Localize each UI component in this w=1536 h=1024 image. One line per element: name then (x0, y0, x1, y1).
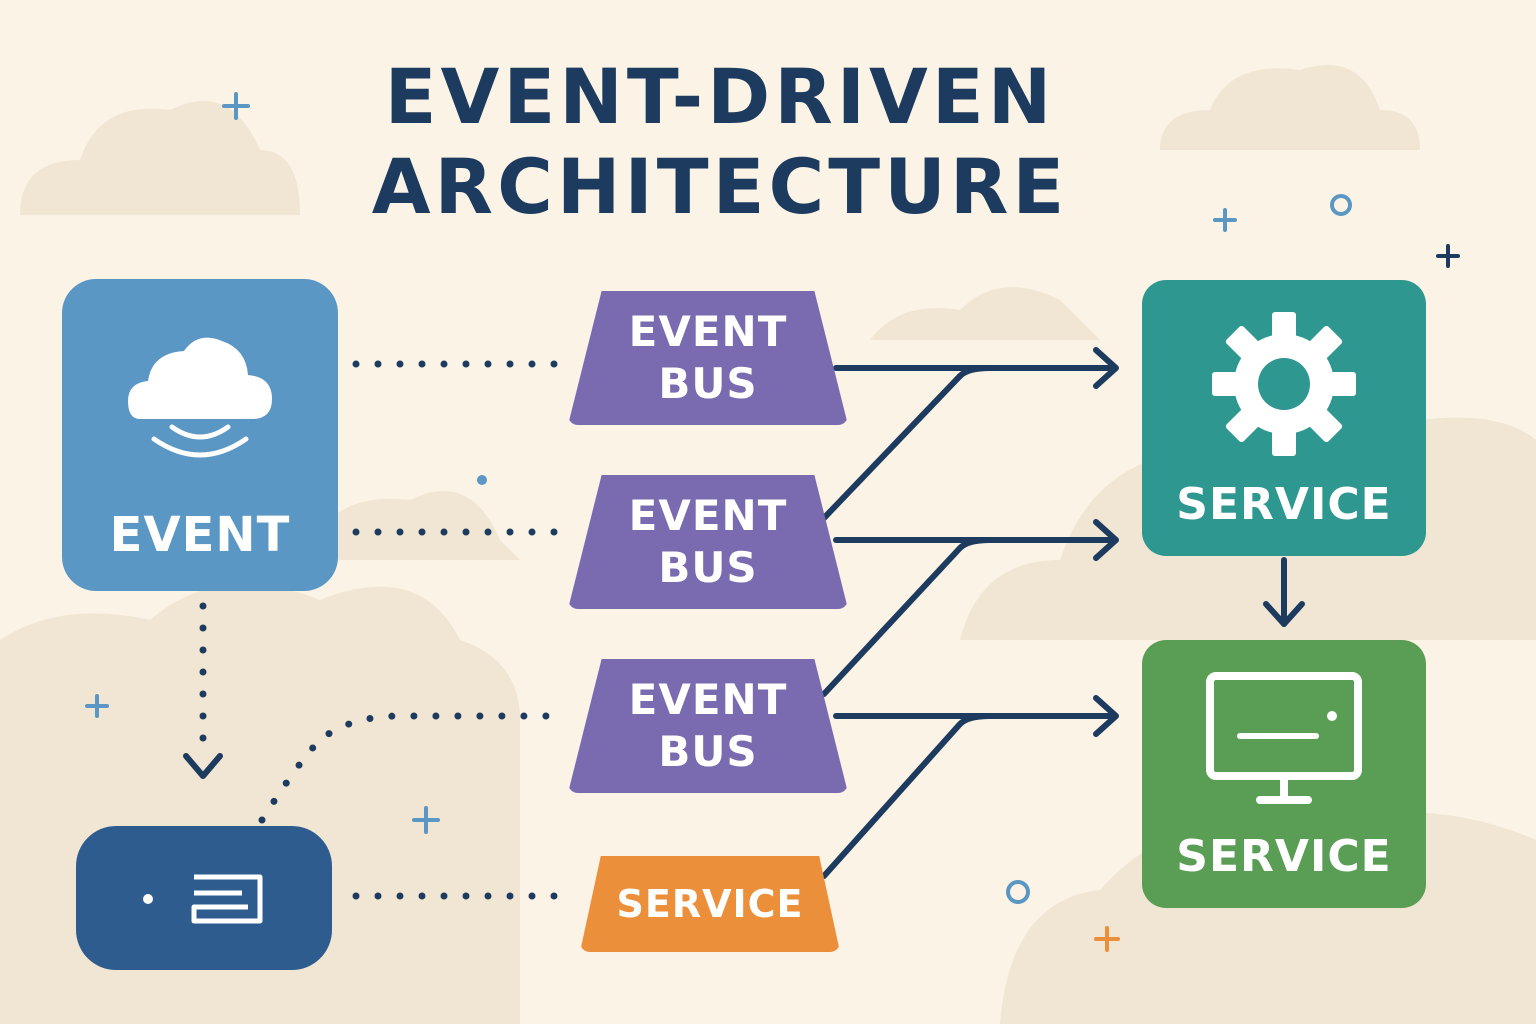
title-line-1: EVENT-DRIVEN (384, 52, 1056, 141)
diagram-title: EVENT-DRIVEN ARCHITECTURE (300, 52, 1140, 232)
plus-sparkle (1213, 208, 1237, 232)
plus-sparkle (85, 694, 109, 718)
event-bus-label-line-2: BUS (658, 359, 758, 408)
gear-icon (1212, 312, 1356, 456)
event-bus-shape (568, 475, 848, 609)
cloud-shape (300, 491, 520, 560)
event-bus-label-line-1: EVENT (628, 675, 788, 724)
service-bus-shape (580, 856, 840, 952)
dot-sparkle (477, 475, 487, 485)
event-bus-label-line-2: BUS (658, 727, 758, 776)
event-source-label: EVENT (109, 507, 291, 563)
event-bus-label: EVENT BUS (608, 674, 808, 778)
service-bus-label: SERVICE (616, 882, 804, 926)
ring-sparkle (1006, 880, 1030, 904)
service-monitor-label: SERVICE (1176, 831, 1392, 882)
cloud-signal-icon (128, 337, 272, 458)
service-gear-label: SERVICE (1176, 479, 1392, 530)
service-bus-node: SERVICE (580, 856, 840, 952)
event-bus-label-line-1: EVENT (628, 491, 788, 540)
event-bus-label: EVENT BUS (608, 490, 808, 594)
device-node (76, 826, 332, 970)
service-gear-node: SERVICE (1142, 280, 1426, 556)
monitor-icon (1206, 672, 1362, 804)
event-source-node: EVENT (62, 279, 338, 591)
event-bus-label-line-2: BUS (658, 543, 758, 592)
event-bus-2: EVENT BUS (568, 475, 848, 609)
ring-sparkle (1330, 194, 1352, 216)
service-monitor-node: SERVICE (1142, 640, 1426, 908)
event-bus-shape (568, 659, 848, 793)
event-bus-shape (568, 291, 848, 425)
plus-sparkle (222, 92, 250, 120)
cloud-shape (20, 101, 300, 215)
plus-sparkle (1094, 926, 1120, 952)
event-bus-3: EVENT BUS (568, 659, 848, 793)
event-bus-label-line-1: EVENT (628, 307, 788, 356)
cloud-shape (1160, 65, 1420, 150)
title-line-2: ARCHITECTURE (371, 142, 1069, 231)
event-bus-1: EVENT BUS (568, 291, 848, 425)
plus-sparkle (1436, 244, 1460, 268)
event-bus-label: EVENT BUS (608, 306, 808, 410)
cloud-shape (870, 287, 1100, 340)
device-icon (143, 874, 263, 924)
